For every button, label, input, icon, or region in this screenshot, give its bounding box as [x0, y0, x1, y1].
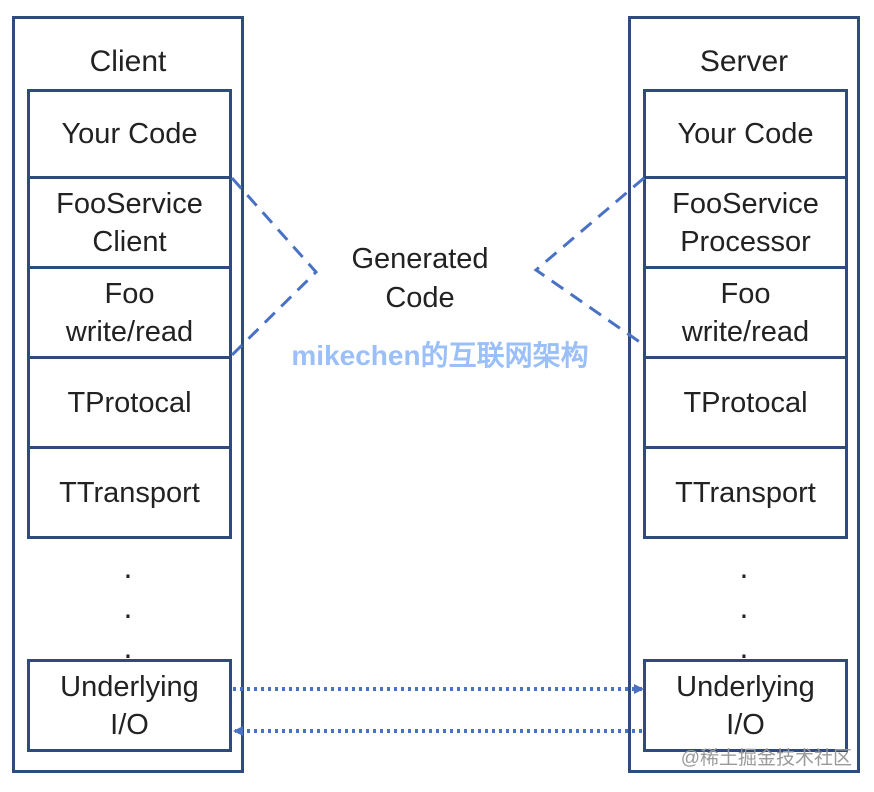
server-generated-bracket — [533, 176, 645, 347]
server-layer-underlying-io: Underlying I/O — [643, 659, 848, 752]
client-generated-bracket — [230, 177, 319, 357]
server-layer-fooservice-processor: FooService Processor — [643, 176, 848, 269]
generated-code-label: Generated Code — [351, 243, 489, 314]
client-layer-foo-write-read: Foo write/read — [27, 266, 232, 359]
server-layer-tprotocal: TProtocal — [643, 356, 848, 449]
client-layer-ttransport: TTransport — [27, 446, 232, 539]
client-stack: Your Code FooService Client Foo write/re… — [27, 89, 232, 539]
server-panel: Server Your Code FooService Processor Fo… — [628, 16, 860, 773]
server-layer-ttransport: TTransport — [643, 446, 848, 539]
client-title: Client — [89, 45, 167, 78]
client-layer-underlying-io: Underlying I/O — [27, 659, 232, 752]
server-ellipsis: · · · — [738, 556, 750, 672]
server-layer-your-code: Your Code — [643, 89, 848, 179]
client-panel: Client Your Code FooService Client Foo w… — [12, 16, 244, 773]
server-title: Server — [699, 45, 789, 78]
client-ellipsis: · · · — [122, 556, 134, 672]
server-stack: Your Code FooService Processor Foo write… — [643, 89, 848, 539]
corner-watermark: @稀土掘金技术社区 — [680, 748, 852, 769]
watermark-text: mikechen的互联网架构 — [291, 340, 589, 371]
